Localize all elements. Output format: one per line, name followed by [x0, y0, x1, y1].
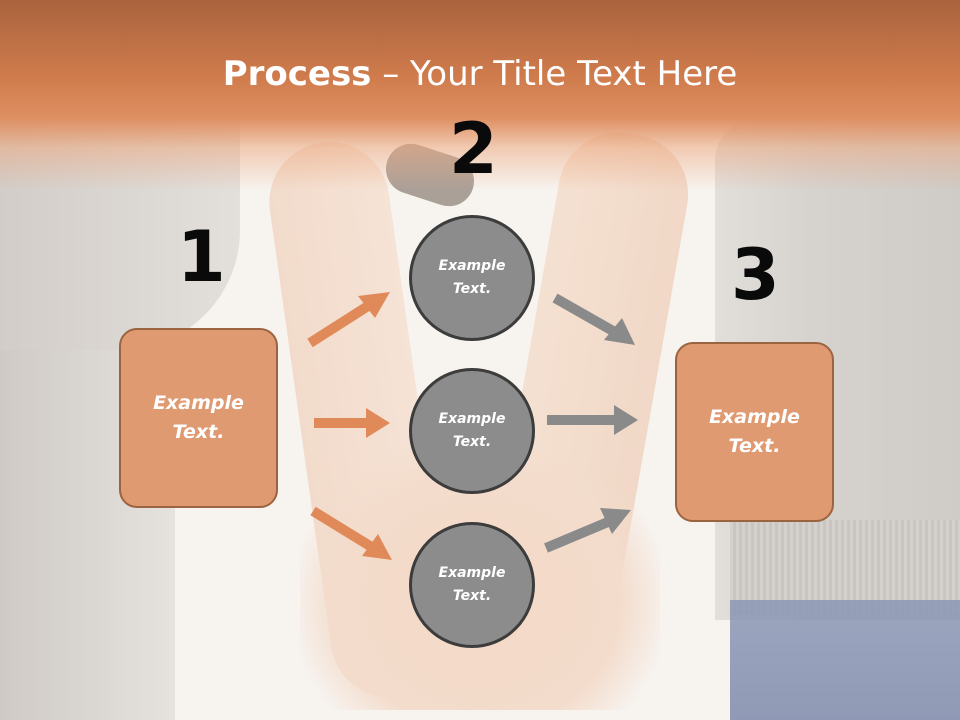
left-process-box[interactable]: Example Text. — [119, 328, 278, 508]
slide-title-bold: Process — [222, 54, 372, 94]
circle-middle-text: Example Text. — [438, 411, 506, 450]
step-number-1[interactable]: 1 — [177, 216, 226, 298]
right-process-box[interactable]: Example Text. — [675, 342, 834, 522]
title-band — [0, 0, 960, 190]
left-box-text: Example Text. — [153, 392, 244, 443]
slide-title-rest: – Your Title Text Here — [371, 54, 738, 94]
step-number-2[interactable]: 2 — [449, 108, 498, 190]
arrow-gray-down — [552, 293, 635, 345]
arrow-gray-right — [547, 405, 638, 435]
arrow-gray-up — [544, 508, 631, 553]
slide-title[interactable]: Process – Your Title Text Here — [0, 52, 960, 96]
background-jeans — [730, 600, 960, 720]
arrow-orange-down — [310, 506, 392, 560]
right-box-text: Example Text. — [709, 406, 800, 457]
arrow-orange-up — [307, 292, 390, 348]
circle-step-middle[interactable]: Example Text. — [409, 368, 535, 494]
circle-step-top[interactable]: Example Text. — [409, 215, 535, 341]
circle-step-bottom[interactable]: Example Text. — [409, 522, 535, 648]
circle-top-text: Example Text. — [438, 258, 506, 297]
arrow-orange-right — [314, 408, 390, 438]
step-number-3[interactable]: 3 — [731, 234, 780, 316]
background-sweater-hem — [730, 520, 960, 615]
circle-bottom-text: Example Text. — [438, 565, 506, 604]
